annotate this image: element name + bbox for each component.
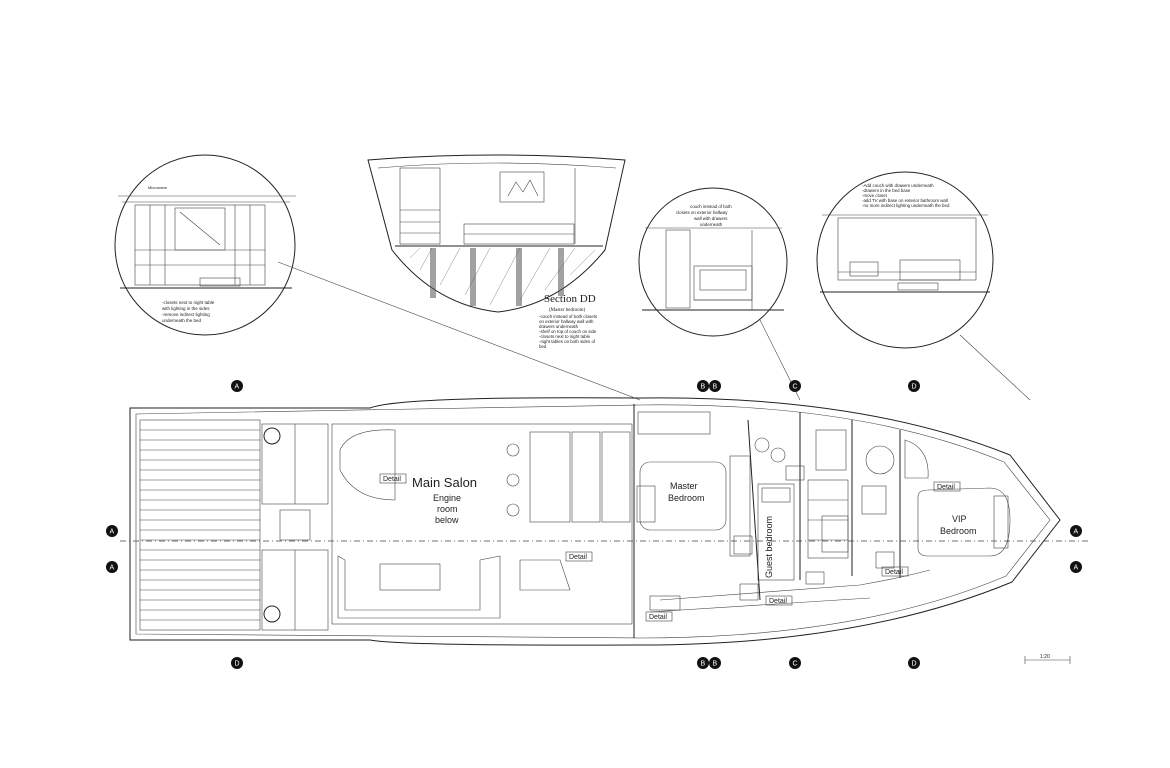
section-marker: A xyxy=(231,380,243,392)
right-note: -add TV with base on exterior bathroom w… xyxy=(862,198,948,203)
partitions xyxy=(633,404,931,638)
engine-label-3: below xyxy=(435,515,459,525)
main-salon: Main Salon Engine room below xyxy=(331,423,633,625)
vip-label-2: Bedroom xyxy=(940,526,977,536)
hull-plan: Main Salon Engine room below Master Bedr… xyxy=(120,397,1090,646)
left-detail-notes: -closets next to night table with lighti… xyxy=(162,300,215,323)
aft-deck xyxy=(139,419,261,631)
vip-bedroom: VIP Bedroom xyxy=(865,439,1011,557)
right-note: -drawers in the bed base xyxy=(862,188,911,193)
detail-circle-middle: couch instead of both closets on exterio… xyxy=(638,187,788,337)
section-note: -night tables on both sides of xyxy=(539,339,596,344)
master-label-2: Bedroom xyxy=(668,493,705,503)
guest-label: Guest bedroom xyxy=(764,516,774,578)
scale-label: 1:20 xyxy=(1040,654,1050,660)
vip-label-1: VIP xyxy=(952,514,967,524)
section-marker: D xyxy=(908,657,920,669)
section-note: -couch instead of both closets xyxy=(539,314,598,319)
leader-line xyxy=(959,334,1031,401)
scale-bar: 1:20 xyxy=(1024,654,1071,664)
section-marker: A xyxy=(106,561,118,573)
svg-text:B: B xyxy=(713,384,718,391)
section-marker: B xyxy=(709,657,721,669)
svg-text:A: A xyxy=(110,565,115,572)
section-marker: A xyxy=(1070,525,1082,537)
detail-circle-right: -Add couch with drawers underneath -draw… xyxy=(816,171,994,349)
bilge-hatching xyxy=(409,247,596,306)
mid-note: wall with drawers xyxy=(694,216,728,221)
svg-text:A: A xyxy=(110,529,115,536)
svg-text:D: D xyxy=(912,384,917,391)
svg-text:B: B xyxy=(713,661,718,668)
right-note: -Add couch with drawers underneath xyxy=(862,183,934,188)
section-subtitle: (Master bedroom) xyxy=(549,308,586,313)
detail-tags: Detail Detail Detail Detail Detail Detai… xyxy=(379,473,961,622)
detail-tag: Detail xyxy=(569,554,587,561)
guest-bedroom: Guest bedroom xyxy=(754,437,849,581)
detail-tag: Detail xyxy=(383,476,401,483)
detail-circle-left: Microwave -closets next to night table w… xyxy=(114,154,296,336)
mid-note: couch instead of both xyxy=(690,204,732,209)
svg-text:D: D xyxy=(912,661,917,668)
section-marker: D xyxy=(908,380,920,392)
mid-note: closets on exterior hallway xyxy=(676,210,728,215)
engine-label-2: room xyxy=(437,504,458,514)
section-marker: B xyxy=(697,380,709,392)
section-notes: -couch instead of both closets on exteri… xyxy=(539,314,598,349)
section-marker: C xyxy=(789,380,801,392)
left-note: underneath the bed xyxy=(162,318,202,323)
mid-detail-notes: couch instead of both closets on exterio… xyxy=(676,204,732,227)
section-marker: D xyxy=(231,657,243,669)
section-note: -closets next to night table xyxy=(539,334,591,339)
section-note: on exterior hallway wall with xyxy=(539,319,594,324)
leader-line xyxy=(277,261,641,401)
svg-text:C: C xyxy=(793,661,798,668)
engine-label-1: Engine xyxy=(433,493,461,503)
master-bedroom: Master Bedroom xyxy=(636,411,751,557)
left-note: -closets next to night table xyxy=(162,300,215,305)
detail-tag: Detail xyxy=(769,598,787,605)
section-marker: B xyxy=(709,380,721,392)
section-note: bed xyxy=(539,344,547,349)
right-note: -move closet xyxy=(862,193,888,198)
detail-tag: Detail xyxy=(885,569,903,576)
section-markers: A B B C D D B B C D A A A A xyxy=(106,380,1082,669)
svg-text:A: A xyxy=(1074,529,1079,536)
section-marker: C xyxy=(789,657,801,669)
svg-text:C: C xyxy=(793,384,798,391)
section-marker: A xyxy=(1070,561,1082,573)
left-note: -remove indirect lighting xyxy=(162,312,210,317)
svg-text:B: B xyxy=(701,384,706,391)
right-note: -no more indirect lighting underneath th… xyxy=(862,203,950,208)
left-detail-label: Microwave xyxy=(148,185,168,190)
main-salon-label: Main Salon xyxy=(412,475,477,490)
svg-text:A: A xyxy=(1074,565,1079,572)
svg-text:B: B xyxy=(701,661,706,668)
svg-text:D: D xyxy=(235,661,240,668)
section-dd: Section DD (Master bedroom) -couch inste… xyxy=(367,154,626,349)
section-note: drawers underneath xyxy=(539,324,579,329)
section-marker: B xyxy=(697,657,709,669)
cockpit-lockers xyxy=(261,423,329,631)
section-title: Section DD xyxy=(544,293,596,305)
left-note: with lighting in the sides xyxy=(162,306,210,311)
section-note: -shelf on top of couch on side xyxy=(539,329,597,334)
right-detail-notes: -Add couch with drawers underneath -draw… xyxy=(862,183,950,208)
section-marker: A xyxy=(106,525,118,537)
master-label-1: Master xyxy=(670,481,698,491)
detail-tag: Detail xyxy=(937,484,955,491)
svg-text:A: A xyxy=(235,384,240,391)
detail-tag: Detail xyxy=(649,614,667,621)
mid-note: underneath xyxy=(700,222,723,227)
